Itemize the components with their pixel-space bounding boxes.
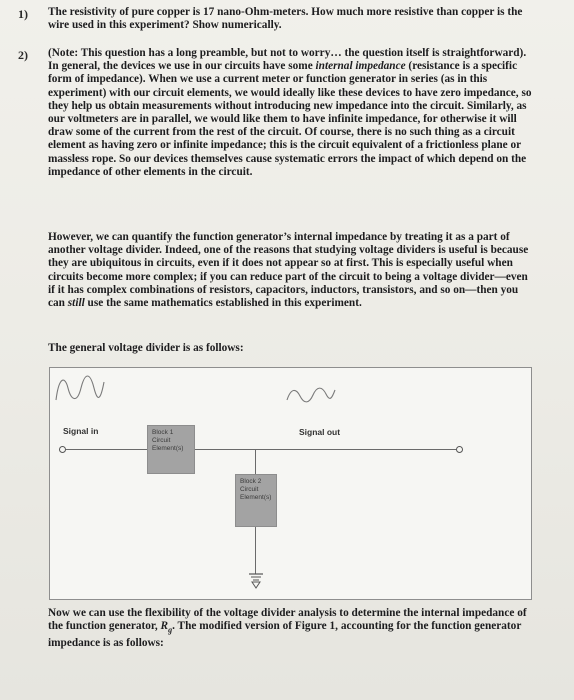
block-1-circuit-elements: Block 1 Circuit Element(s) [147,425,195,474]
ground-wire [255,527,256,574]
output-terminal [456,446,463,453]
rg-symbol: Rg [160,620,173,635]
question-number-2: 2) [18,48,28,62]
voltage-divider-paragraph: However, we can quantify the function ge… [48,231,529,310]
signal-in-label: Signal in [63,426,99,436]
voltage-divider-figure: Signal in Signal out Block 1 Circuit Ele… [49,367,532,600]
question-number-1: 1) [18,7,28,21]
emphasis-internal-impedance: internal impedance [315,60,406,73]
question-1-text: The resistivity of pure copper is 17 nan… [48,6,523,32]
input-wire [66,449,147,450]
general-divider-intro: The general voltage divider is as follow… [48,342,244,354]
input-terminal [59,446,66,453]
output-wire [195,449,456,450]
signal-out-label: Signal out [299,427,341,437]
function-generator-paragraph: Now we can use the flexibility of the vo… [48,607,527,649]
junction-wire [255,449,256,474]
block-2-circuit-elements: Block 2 Circuit Element(s) [235,474,277,527]
ground-icon [249,573,263,589]
input-sine-wave [55,375,105,401]
output-sine-wave [286,387,336,403]
question-2-preamble: (Note: This question has a long preamble… [48,47,532,178]
emphasis-still: still [67,297,85,310]
